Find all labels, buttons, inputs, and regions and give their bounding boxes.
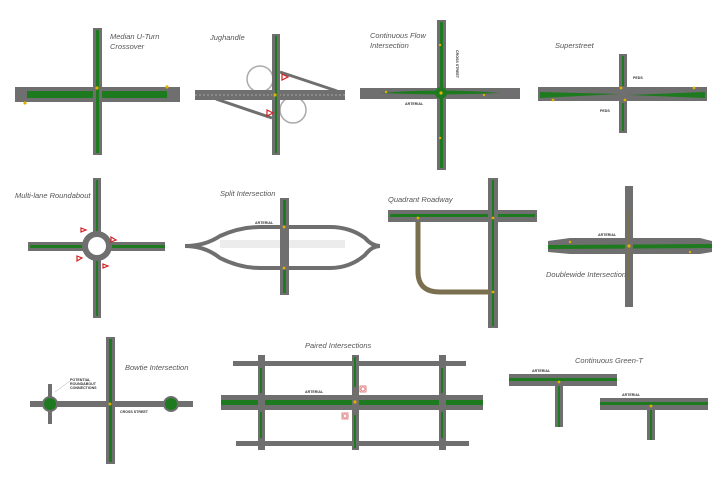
title-jughandle: Jughandle — [209, 33, 245, 42]
split-intersection-diagram: Split Intersection ARTERIAL — [184, 189, 381, 295]
arterial-label: ARTERIAL — [622, 393, 641, 397]
title-split: Split Intersection — [220, 189, 275, 198]
doublewide-diagram: Doublewide Intersection ARTERIAL — [546, 186, 712, 307]
paired-intersections-diagram: Paired Intersections ARTERIAL — [221, 341, 483, 450]
title-superstreet: Superstreet — [555, 41, 595, 50]
bowtie-diagram: Bowtie Intersection POTENTIAL ROUNDABOUT… — [30, 337, 193, 464]
title-doublewide: Doublewide Intersection — [546, 270, 626, 279]
potential-label: POTENTIAL — [70, 378, 91, 382]
potential-label-line3: CONNECTIONS — [70, 386, 97, 390]
warning-triangle-icon — [266, 109, 275, 117]
title-cfi: Continuous Flow — [370, 31, 426, 40]
warning-triangle-icon — [281, 73, 290, 81]
potential-label-line2: ROUNDABOUT — [70, 382, 97, 386]
title-bowtie: Bowtie Intersection — [125, 363, 188, 372]
median-uturn-diagram: Median U-Turn Crossover — [15, 28, 180, 155]
title-median-uturn-line2: Crossover — [110, 42, 145, 51]
arterial-label: ARTERIAL — [255, 221, 274, 225]
superstreet-diagram: Superstreet PEDS PEDS — [538, 41, 707, 133]
roundabout-diagram: Multi-lane Roundabout — [15, 178, 165, 318]
title-median-uturn: Median U-Turn — [110, 32, 159, 41]
cfi-diagram: Continuous Flow Intersection ARTERIAL CR… — [360, 20, 520, 170]
peds-label: PEDS — [600, 109, 610, 113]
quadrant-roadway-diagram: Quadrant Roadway — [388, 178, 537, 328]
title-roundabout: Multi-lane Roundabout — [15, 191, 91, 200]
cross-street-label: CROSS STREET — [455, 50, 459, 79]
cross-street-label: CROSS STREET — [120, 410, 149, 414]
arterial-label: ARTERIAL — [405, 102, 424, 106]
no-left-turn-icon — [341, 412, 349, 420]
title-quadrant: Quadrant Roadway — [388, 195, 454, 204]
arterial-label: ARTERIAL — [532, 369, 551, 373]
title-cfi-line2: Intersection — [370, 41, 409, 50]
peds-label: PEDS — [633, 76, 643, 80]
no-left-turn-icon — [359, 385, 367, 393]
continuous-green-t-diagram: Continuous Green-T ARTERIAL ARTERIAL — [509, 356, 708, 440]
arterial-label: ARTERIAL — [598, 233, 617, 237]
jughandle-diagram: Jughandle — [195, 33, 345, 155]
arterial-label: ARTERIAL — [305, 390, 324, 394]
title-paired: Paired Intersections — [305, 341, 372, 350]
title-green-t: Continuous Green-T — [575, 356, 644, 365]
